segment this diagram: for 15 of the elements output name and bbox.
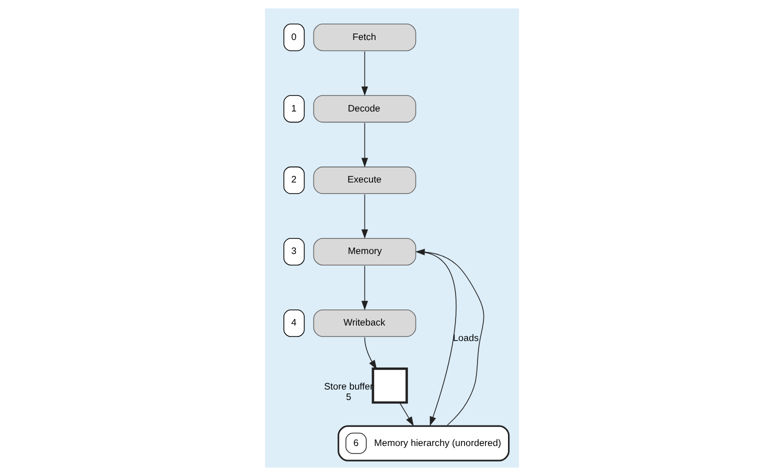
- arrow: [361, 194, 368, 239]
- arrow: [364, 336, 377, 370]
- arrow: [415, 248, 484, 426]
- arrow: [399, 402, 414, 426]
- arrow: [361, 122, 368, 168]
- edge-label: Loads: [453, 332, 479, 343]
- node-label: 3: [291, 245, 297, 256]
- node-box: [372, 368, 408, 404]
- arrow: [361, 51, 368, 96]
- node-label: 0: [291, 30, 297, 42]
- node-label: 1: [291, 102, 297, 114]
- arrow: [361, 265, 368, 310]
- node-label: 2: [291, 174, 297, 185]
- node-label: 5: [346, 390, 352, 402]
- node-label: 4: [291, 316, 297, 328]
